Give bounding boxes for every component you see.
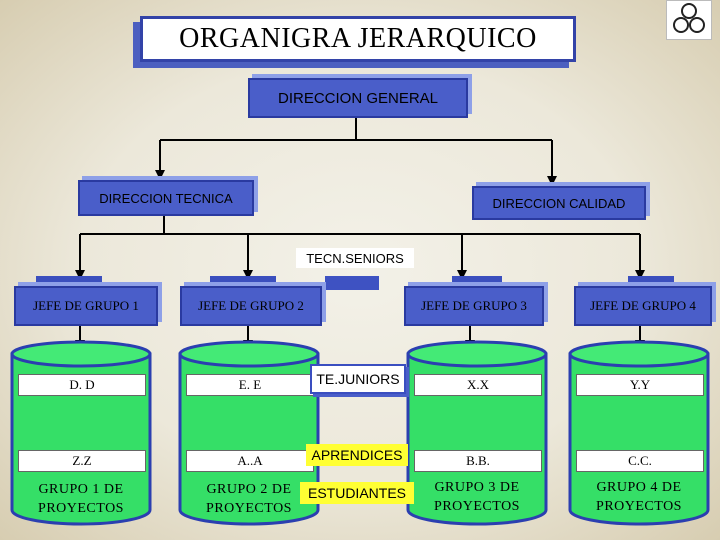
direccion-general-label: DIRECCION GENERAL [277,89,439,107]
grupo-1-middle-label: Z.Z [18,450,146,472]
jefe-grupo-4-label: JEFE DE GRUPO 4 [590,298,696,313]
grupo-3-top-label: X.X [414,374,542,396]
direccion-general-box: DIRECCION GENERAL [248,78,468,118]
jefe-tab [36,276,102,288]
grupo-4-top-label: Y.Y [576,374,704,396]
grupo-2-name: GRUPO 2 DE PROYECTOS [206,482,292,516]
jefe-grupo-3-label: JEFE DE GRUPO 3 [421,298,527,313]
jefe-grupo-2-label: JEFE DE GRUPO 2 [198,298,304,313]
jefe-grupo-4-box: JEFE DE GRUPO 4 [574,286,712,326]
grupo-1-top-label: D. D [18,374,146,396]
aprendices-label: APRENDICES [306,444,408,466]
jefe-tab [210,276,276,288]
tecn-seniors-label: TECN.SENIORS [296,248,414,268]
grupo-2-cylinder: E. E A..A GRUPO 2 DE PROYECTOS [176,340,322,528]
corner-logo-icon [666,0,712,40]
grupo-1-cylinder: D. D Z.Z GRUPO 1 DE PROYECTOS [8,340,154,528]
grupo-3-middle-label: B.B. [414,450,542,472]
grupo-4-middle-label: C.C. [576,450,704,472]
jefe-grupo-3-box: JEFE DE GRUPO 3 [404,286,544,326]
estudiantes-label: ESTUDIANTES [300,482,414,504]
jefe-tab [452,276,502,288]
page-title: ORGANIGRA JERARQUICO [140,16,576,62]
direccion-calidad-box: DIRECCION CALIDAD [472,186,646,220]
tecn-seniors-bar [325,276,379,290]
jefe-grupo-2-box: JEFE DE GRUPO 2 [180,286,322,326]
grupo-4-name: GRUPO 4 DE PROYECTOS [596,480,682,514]
jefe-grupo-1-box: JEFE DE GRUPO 1 [14,286,158,326]
direccion-tecnica-box: DIRECCION TECNICA [78,180,254,216]
jefe-tab [628,276,674,288]
grupo-3-cylinder: X.X B.B. GRUPO 3 DE PROYECTOS [404,340,550,528]
grupo-2-top-label: E. E [186,374,314,396]
grupo-1-name: GRUPO 1 DE PROYECTOS [38,482,124,516]
direccion-tecnica-label: DIRECCION TECNICA [99,190,233,206]
grupo-4-cylinder: Y.Y C.C. GRUPO 4 DE PROYECTOS [566,340,712,528]
cylinder-shape [178,340,320,526]
cylinder-shape [10,340,152,526]
grupo-3-name: GRUPO 3 DE PROYECTOS [434,480,520,514]
te-juniors-label: TE.JUNIORS [310,364,406,394]
jefe-grupo-1-label: JEFE DE GRUPO 1 [33,298,139,313]
direccion-calidad-label: DIRECCION CALIDAD [492,195,626,211]
cylinder-shape [568,340,710,526]
cylinder-shape [406,340,548,526]
grupo-2-middle-label: A..A [186,450,314,472]
